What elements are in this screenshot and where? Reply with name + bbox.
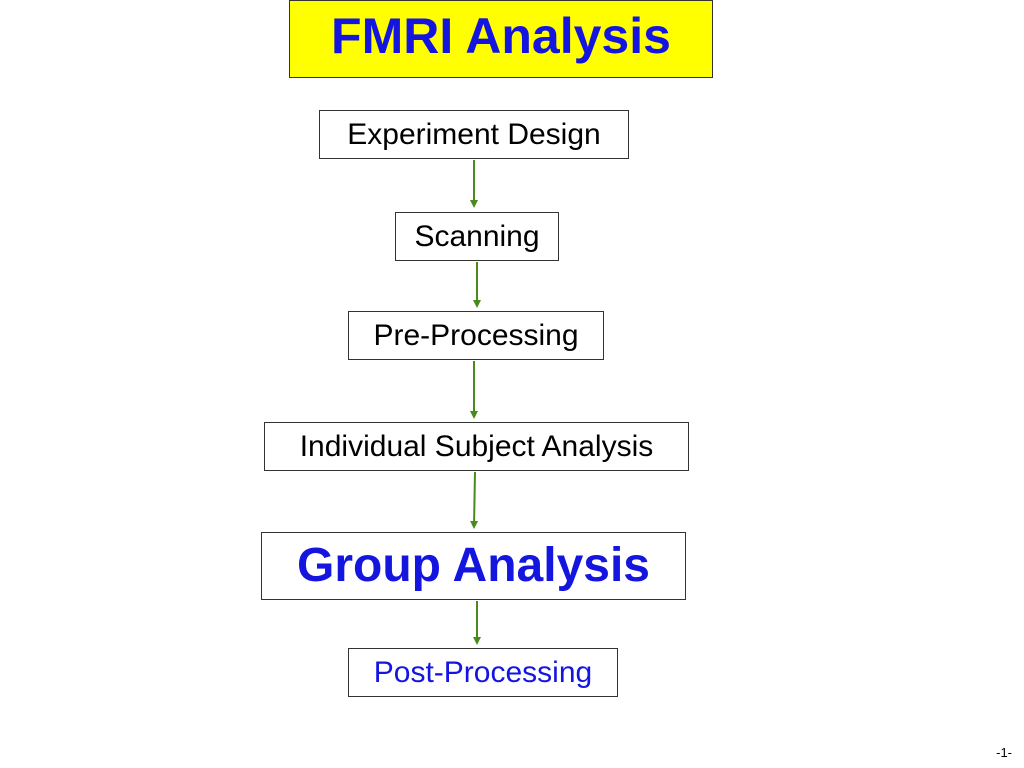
step-label: Post-Processing <box>373 655 593 689</box>
page-title: FMRI Analysis <box>331 8 671 64</box>
step-label: Individual Subject Analysis <box>299 429 654 463</box>
step-experiment-design: Experiment Design <box>319 110 629 159</box>
step-label: Scanning <box>414 219 540 253</box>
arrow-4 <box>470 471 479 529</box>
step-label: Pre-Processing <box>373 318 579 352</box>
step-individual-subject-analysis: Individual Subject Analysis <box>264 422 689 471</box>
step-label: Group Analysis <box>297 539 650 592</box>
page-number: -1- <box>996 745 1012 760</box>
step-label: Experiment Design <box>347 117 601 151</box>
step-scanning: Scanning <box>395 212 559 261</box>
step-post-processing: Post-Processing <box>348 648 618 697</box>
title-box: FMRI Analysis <box>289 0 713 78</box>
step-group-analysis: Group Analysis <box>261 532 686 600</box>
step-pre-processing: Pre-Processing <box>348 311 604 360</box>
